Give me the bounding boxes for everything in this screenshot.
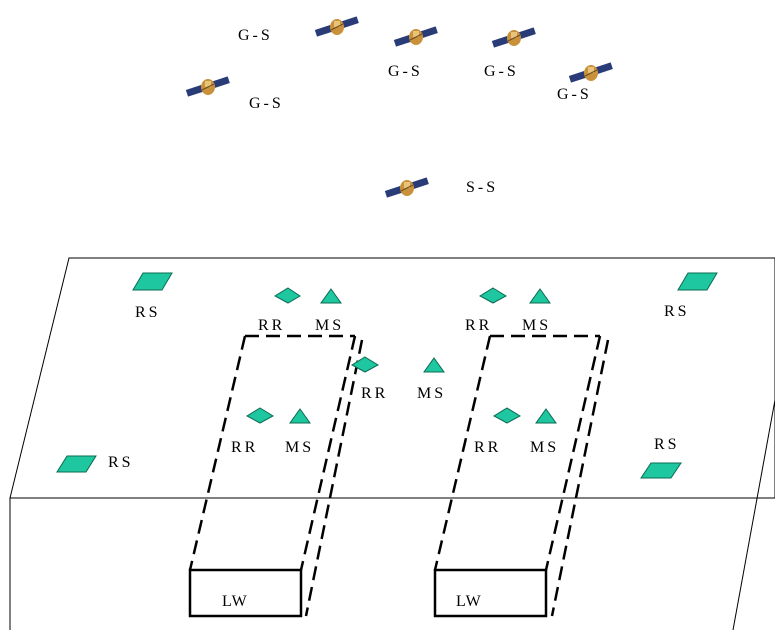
satellite-icon <box>384 176 430 199</box>
ms-marker <box>423 357 445 373</box>
gs-label: G-S <box>388 63 423 80</box>
router-nodes <box>245 287 522 424</box>
rr-label: RR <box>361 385 388 402</box>
rs-label: RS <box>108 454 134 471</box>
gs-label: G-S <box>249 95 284 112</box>
ms-label: MS <box>315 317 344 334</box>
rs-marker <box>56 455 97 473</box>
satellites-group: G-S G-S G-S G-S G-S S-S <box>185 15 614 199</box>
ground-surface <box>9 257 775 499</box>
rs-label: RS <box>654 436 680 453</box>
gs-label: G-S <box>238 27 273 44</box>
rs-label: RS <box>664 303 690 320</box>
rr-marker <box>492 407 522 424</box>
ms-label: MS <box>522 317 551 334</box>
lw-label: LW <box>456 593 482 610</box>
working-face-left <box>188 334 364 617</box>
ms-marker <box>535 408 557 424</box>
rr-marker <box>245 407 275 424</box>
ms-label: MS <box>285 439 314 456</box>
working-face-right <box>433 334 610 617</box>
rr-label: RR <box>474 439 501 456</box>
satellite-icon <box>491 26 537 49</box>
mobile-stations <box>289 288 557 424</box>
relay-stations <box>56 272 718 479</box>
lw-label: LW <box>222 593 248 610</box>
longwall-right: LW <box>433 568 548 618</box>
rr-label: RR <box>231 439 258 456</box>
ms-label: MS <box>530 439 559 456</box>
rr-marker <box>478 287 508 304</box>
rs-marker <box>640 462 682 479</box>
satellite-icon <box>568 61 614 84</box>
rs-marker <box>677 272 718 291</box>
satellite-icon <box>185 75 231 98</box>
rr-marker <box>273 287 301 304</box>
gs-label: G-S <box>557 86 592 103</box>
satellite-icon <box>393 25 439 48</box>
ms-marker <box>289 408 311 424</box>
satellite-icon <box>314 15 360 38</box>
ground-slab <box>9 257 775 630</box>
ground-right-edge <box>732 399 775 630</box>
ms-marker <box>529 288 551 304</box>
ss-label: S-S <box>466 179 498 196</box>
rs-marker <box>132 272 173 291</box>
ms-label: MS <box>417 385 446 402</box>
ms-marker <box>320 288 342 304</box>
rs-label: RS <box>135 304 161 321</box>
rr-marker <box>350 356 380 373</box>
gs-label: G-S <box>484 63 519 80</box>
longwall-left: LW <box>188 568 303 618</box>
rr-label: RR <box>465 317 492 334</box>
rr-label: RR <box>258 317 285 334</box>
